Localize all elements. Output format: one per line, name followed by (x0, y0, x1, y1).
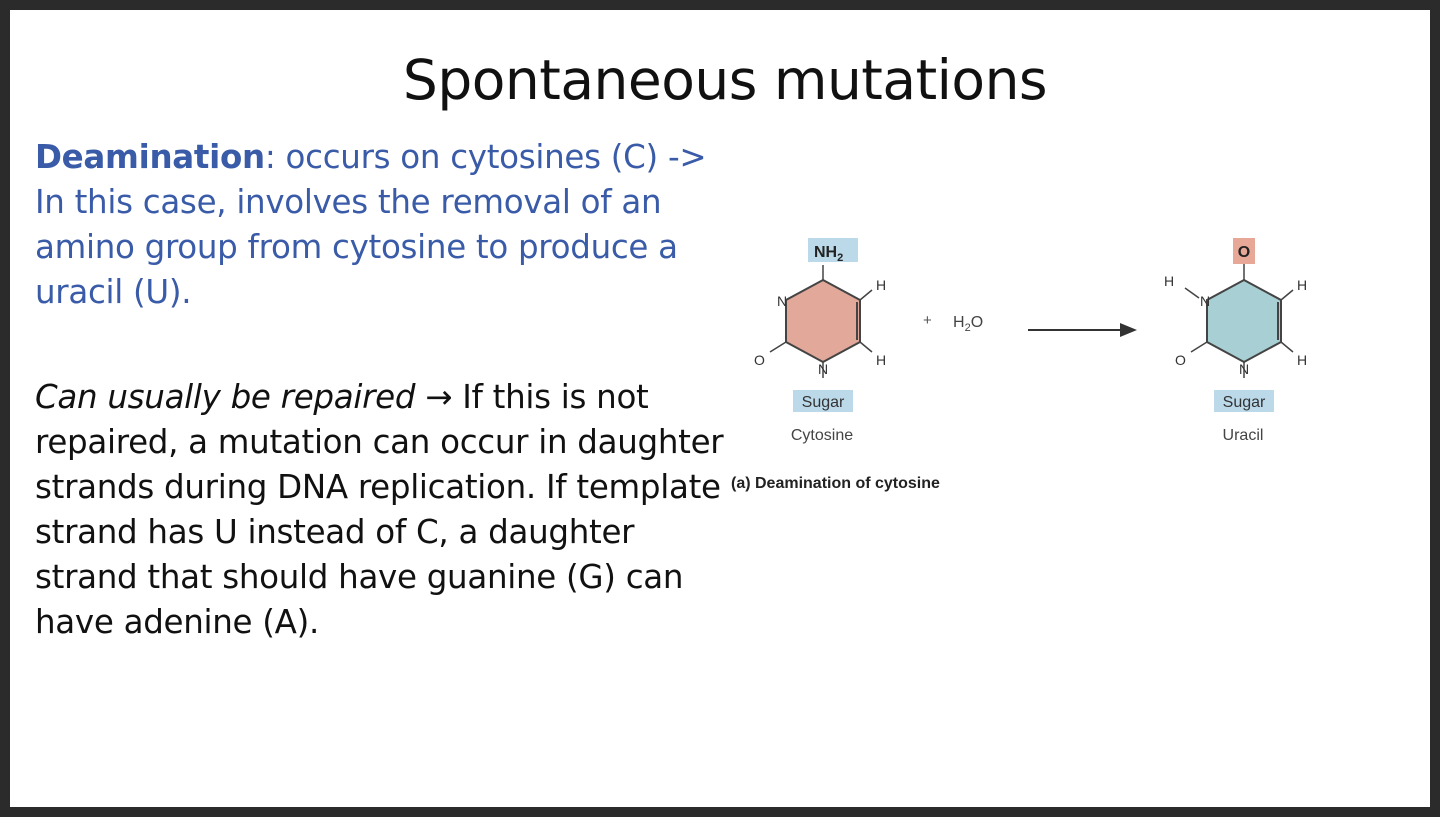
uracil-nh-h-label: H (1164, 273, 1174, 289)
uracil-n3-label: N (1200, 293, 1210, 309)
deamination-paragraph: Deamination: occurs on cytosines (C) -> … (35, 135, 735, 315)
uracil-n1-label: N (1239, 361, 1249, 377)
reaction-arrow-icon (1028, 323, 1137, 337)
uracil-name: Uracil (1223, 427, 1264, 444)
cytosine-molecule: NH2 N N O H H Sugar Cytosine (754, 238, 886, 444)
uracil-h2-label: H (1297, 352, 1307, 368)
repair-paragraph: Can usually be repaired → If this is not… (35, 375, 735, 645)
repair-emphasis: Can usually be repaired (35, 378, 416, 416)
deamination-text: : occurs on cytosines (C) -> In this cas… (35, 138, 707, 311)
uracil-sugar-label: Sugar (1223, 394, 1266, 411)
repair-text: If this is not repaired, a mutation can … (35, 378, 724, 641)
cytosine-ring (785, 278, 861, 364)
slide-title: Spontaneous mutations (402, 48, 1048, 112)
right-arrow-icon: → (415, 378, 463, 416)
uracil-top-o-label: O (1238, 244, 1250, 261)
uracil-h1-label: H (1297, 277, 1307, 293)
cytosine-name: Cytosine (791, 427, 853, 444)
cytosine-sugar-box (793, 390, 853, 412)
deamination-term: Deamination (35, 138, 265, 176)
uracil-o-label: O (1175, 352, 1186, 368)
deamination-diagram: NH2 N N O H H Sugar Cytosine + H2O (731, 238, 1307, 492)
uracil-molecule: O N H N O H H Sugar Uracil (1164, 238, 1307, 444)
slide: Spontaneous mutations Deamination: occur… (10, 10, 1430, 807)
water-label: H2O (953, 314, 983, 334)
uracil-ring (1206, 278, 1282, 364)
uracil-sugar-box (1214, 390, 1274, 412)
cytosine-sugar-label: Sugar (802, 394, 845, 411)
cytosine-n-label: N (777, 293, 787, 309)
cytosine-o-label: O (754, 352, 765, 368)
uracil-o-highlight (1233, 238, 1255, 264)
nh2-label: NH2 (814, 244, 843, 264)
plus-sign: + (923, 312, 932, 329)
cytosine-h1-label: H (876, 277, 886, 293)
nh2-highlight (808, 238, 858, 262)
diagram-caption: (a) Deamination of cytosine (731, 475, 940, 492)
cytosine-n1-label: N (818, 361, 828, 377)
cytosine-h2-label: H (876, 352, 886, 368)
